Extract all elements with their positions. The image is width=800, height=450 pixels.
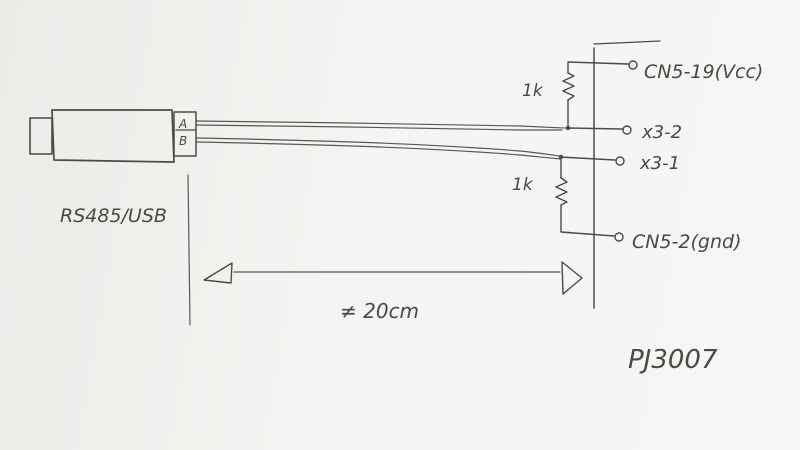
terminal-wires [558,125,623,161]
distance-dimension: ≠ 20cm [203,261,583,323]
signal-wires [195,120,569,160]
pin-gnd [614,232,624,242]
resistor-bottom-label: 1k [512,175,534,195]
board-outline [593,40,661,309]
terminal-x3-2-label: x3-2 [641,122,682,143]
resistor-top-label: 1k [522,81,544,101]
board-edge-top [593,40,661,45]
pin-x3-1 [615,156,625,166]
connector-a-label: A [178,117,187,131]
reference-line [187,174,191,326]
arrow-right [561,261,583,295]
resistor-zigzag-bottom [555,177,568,206]
usb-plug [29,117,53,155]
wire-b-lower [195,141,561,160]
terminal-x3-1-label: x3-1 [639,153,680,174]
connector-b-label: B [179,134,187,148]
pullup-resistor: 1k [522,61,629,129]
terminal-block [173,111,197,157]
terminal-gnd-label: CN5-2(gnd) [632,231,742,253]
usb-rs485-converter: A B [29,109,197,163]
board-label: PJ3007 [628,345,718,375]
arrow-left [203,262,233,284]
wire-to-x3-2 [567,127,623,130]
pulldown-resistor: 1k [512,156,615,237]
wire-b-upper [195,137,561,157]
distance-label: ≠ 20cm [340,299,419,323]
terminal-vcc-label: CN5-19(Vcc) [644,61,763,83]
wire-a-upper [195,120,569,129]
wire-to-x3-1 [559,156,616,161]
pin-vcc [628,60,638,70]
wire-a-lower [195,124,563,131]
pin-x3-2 [622,125,632,135]
device-label: RS485/USB [60,205,167,227]
resistor-zigzag-top [562,72,575,101]
terminal-pins: CN5-19(Vcc) x3-2 x3-1 CN5-2(gnd) [614,60,763,253]
converter-body [51,109,175,163]
